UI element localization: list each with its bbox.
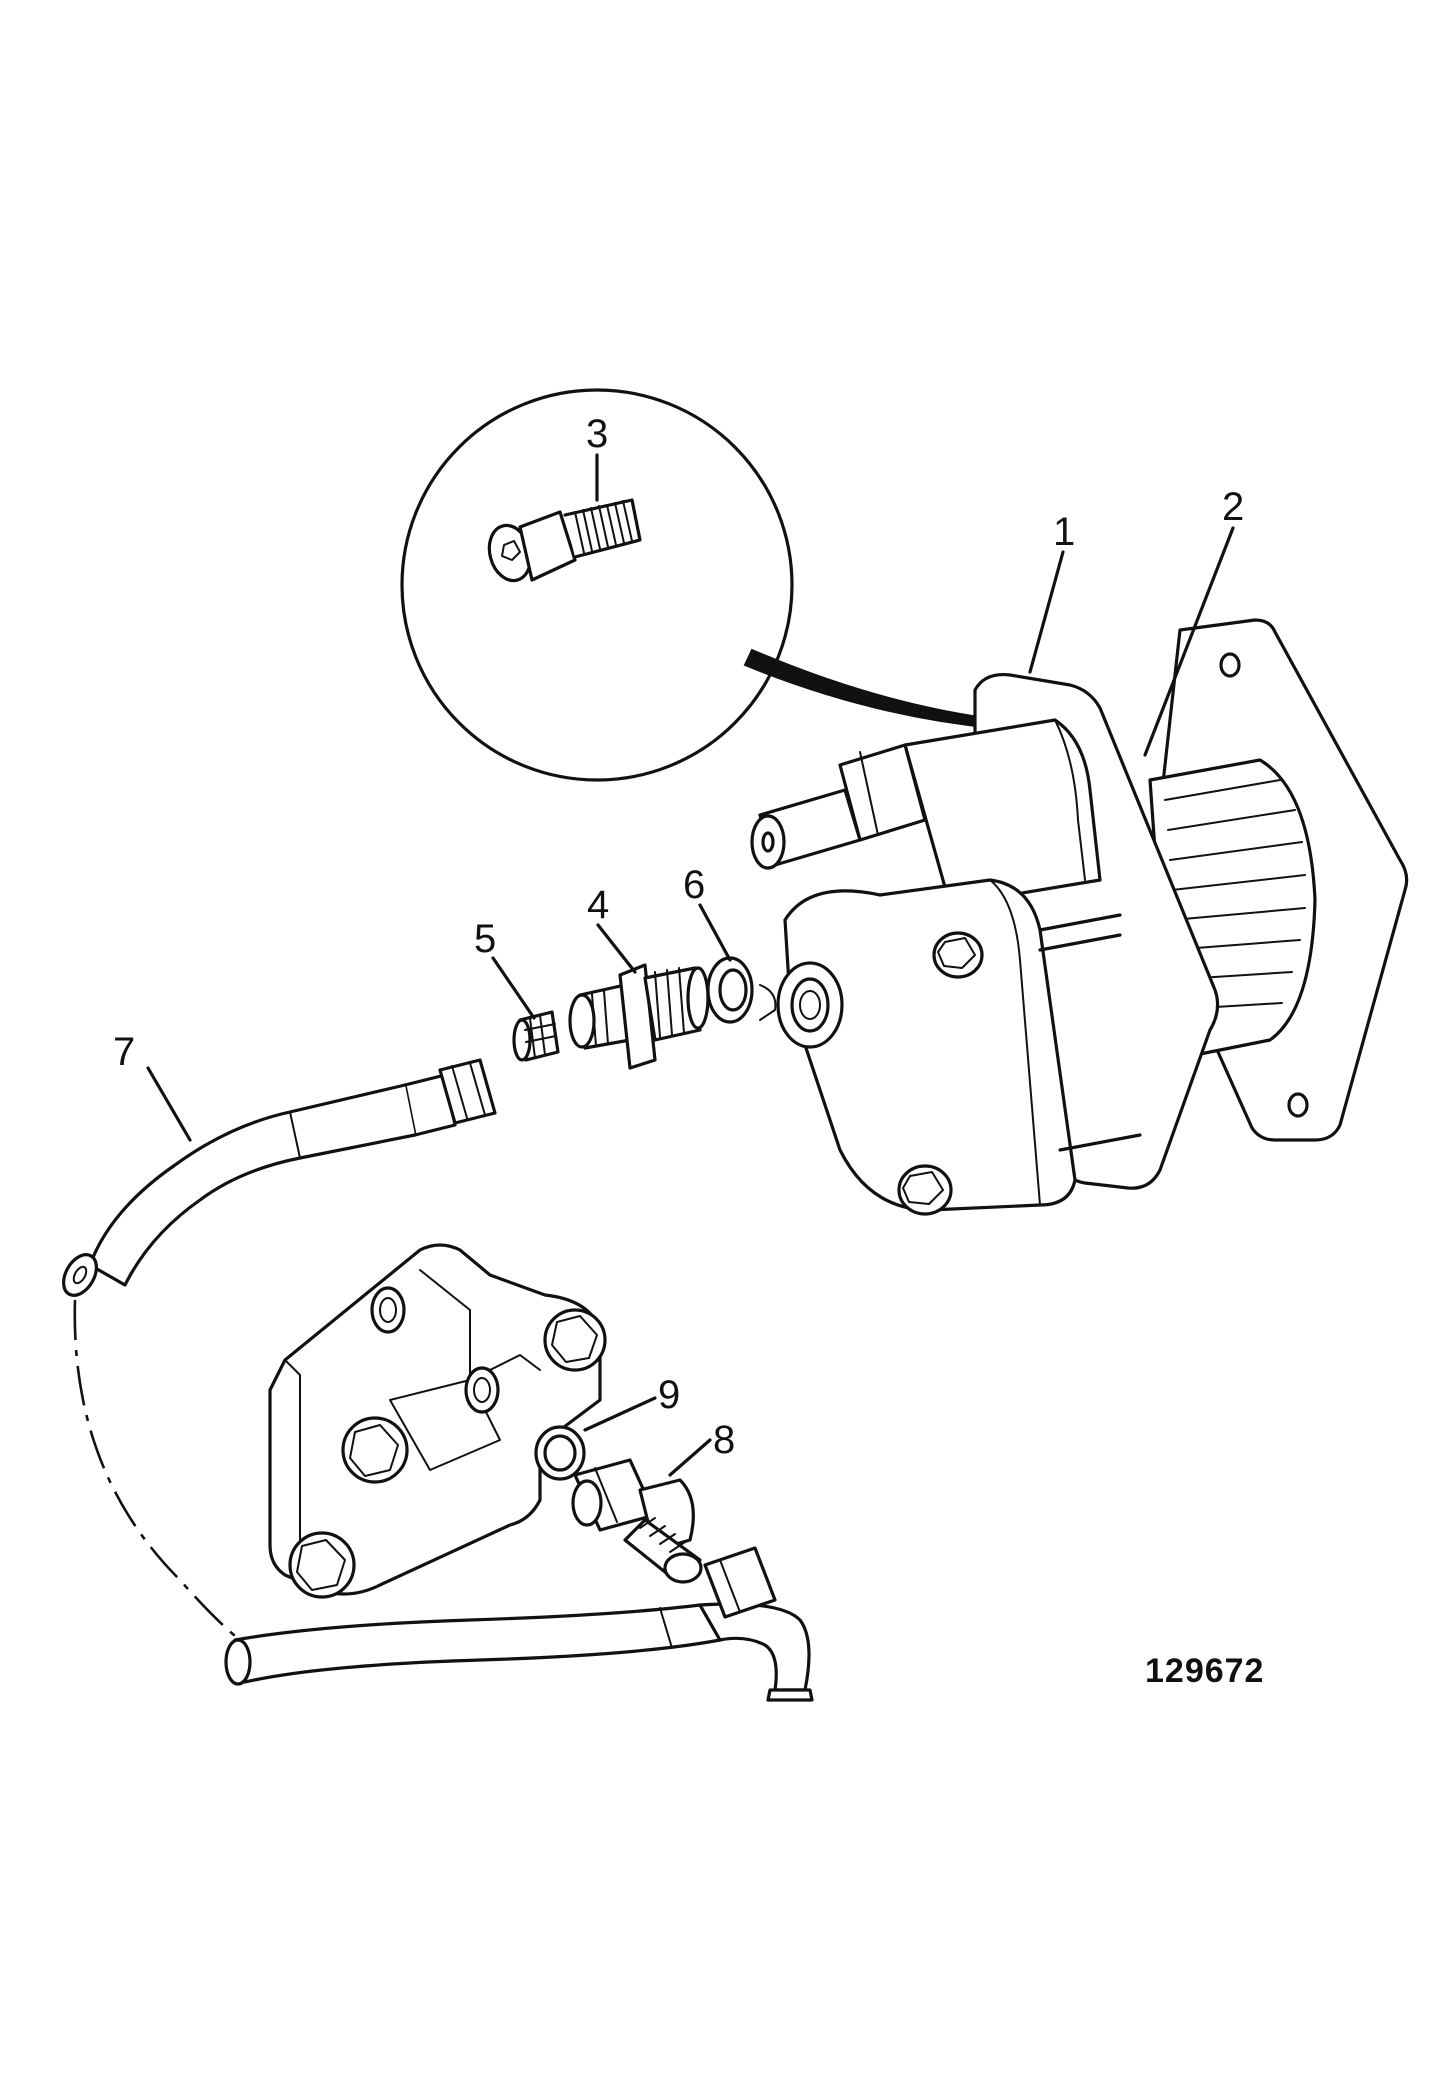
callout-9: 9 xyxy=(658,1373,680,1417)
callout-3: 3 xyxy=(586,412,608,456)
callout-4: 4 xyxy=(587,883,609,927)
detail-circle-screw xyxy=(400,388,1002,782)
bracket-connector xyxy=(571,1458,703,1584)
callout-6: 6 xyxy=(683,863,705,907)
callout-2: 2 xyxy=(1222,485,1244,529)
pump-body xyxy=(750,672,1317,1216)
callout-labels: 1 2 3 4 5 6 7 8 9 xyxy=(113,412,1244,1462)
bracket-washer xyxy=(534,1425,586,1481)
pump-bolt-bottom xyxy=(897,1164,953,1216)
bracket-bolt-2 xyxy=(543,1308,607,1372)
callout-7: 7 xyxy=(113,1030,135,1074)
bracket-bolt-1 xyxy=(341,1416,409,1484)
leader-lines xyxy=(146,453,1235,1477)
callout-5: 5 xyxy=(474,917,496,961)
hose-assembly xyxy=(62,1058,814,1702)
adapter-fitting xyxy=(568,963,710,1070)
sealing-washer xyxy=(706,956,777,1024)
filter-insert xyxy=(512,1010,560,1062)
callout-1: 1 xyxy=(1053,510,1075,554)
drawing-number: 129672 xyxy=(1145,1652,1264,1690)
pump-bolt-top xyxy=(932,931,984,979)
bracket-bolt-3 xyxy=(288,1531,356,1599)
filter-head-bracket xyxy=(268,1243,607,1599)
callout-8: 8 xyxy=(713,1418,735,1462)
